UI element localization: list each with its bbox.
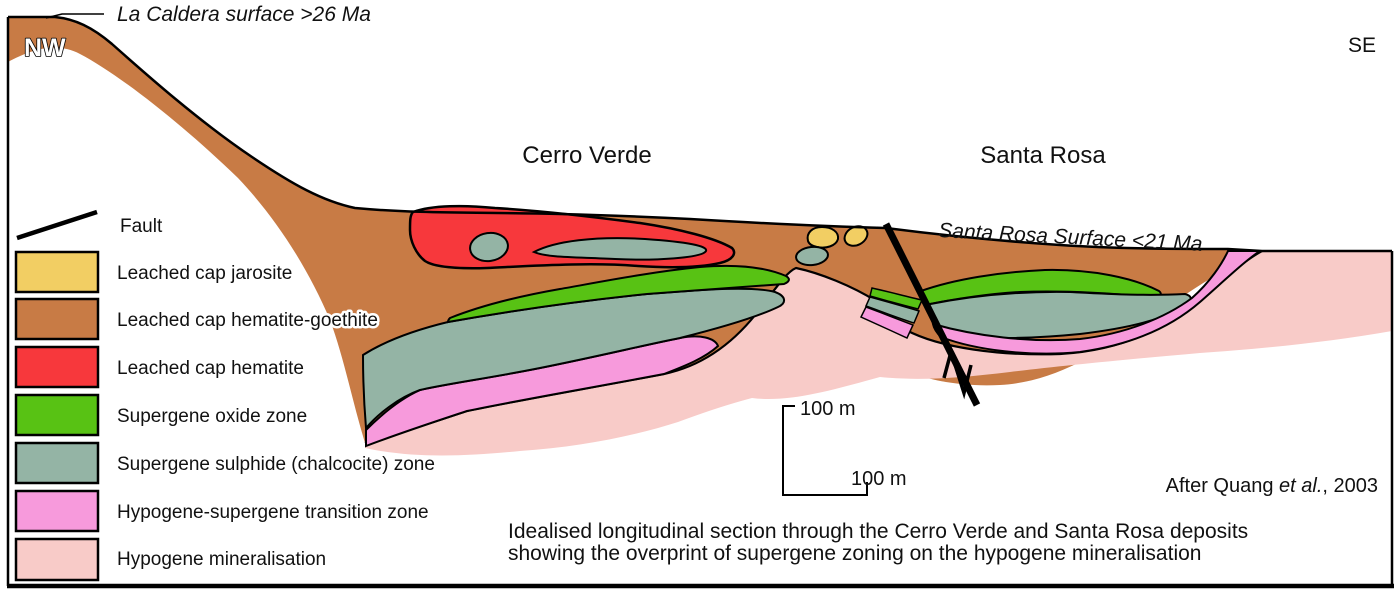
- scale-bar-vertical-label: 100 m: [800, 398, 856, 420]
- jarosite-blob-left: [806, 225, 840, 249]
- cerro-verde-title: Cerro Verde: [522, 142, 651, 169]
- caption-line-2: showing the overprint of supergene zonin…: [508, 542, 1201, 565]
- scale-bar-horizontal-label: 100 m: [851, 468, 907, 490]
- fault-sliver-sulphide: [864, 296, 921, 324]
- fault-sliver-oxide: [869, 287, 924, 310]
- legend-swatch-transition: [14, 489, 100, 533]
- saddle-chalcocite-blob: [795, 245, 829, 267]
- legend-swatch-hypogene: [14, 537, 100, 582]
- cerro-verde-oxide-zone: [446, 264, 790, 324]
- legend-label-sulphide: Supergene sulphide (chalcocite) zone: [117, 454, 435, 475]
- attribution: After Quang et al., 2003: [1166, 475, 1378, 497]
- caption-line-1: Idealised longitudinal section through t…: [508, 520, 1248, 543]
- santa-rosa-transition-zone: [931, 250, 1264, 355]
- legend: Fault Leached cap jarosite Leached cap h…: [14, 209, 435, 582]
- attribution-suffix: , 2003: [1322, 475, 1378, 497]
- legend-label-jarosite: Leached cap jarosite: [117, 263, 292, 284]
- legend-fault-label: Fault: [120, 216, 163, 237]
- scale-bar: [782, 405, 868, 496]
- hematite-chalcocite-inclusion-lens: [531, 237, 708, 261]
- legend-swatch-oxide: [14, 393, 100, 437]
- terrain-surface-line: [8, 15, 1392, 253]
- legend-fault-symbol: [16, 209, 98, 241]
- attribution-prefix: After Quang: [1166, 475, 1279, 497]
- caldera-leader-line: [45, 13, 104, 19]
- compass-se-label: SE: [1348, 34, 1376, 57]
- legend-label-hypogene: Hypogene mineralisation: [117, 549, 326, 570]
- compass-nw-label: NW: [24, 34, 66, 62]
- hypogene-mineralisation-region: [365, 251, 1392, 456]
- legend-label-oxide: Supergene oxide zone: [117, 406, 307, 427]
- legend-swatch-hematite-goethite: [14, 297, 100, 341]
- hematite-chalcocite-inclusion-round: [469, 231, 509, 263]
- legend-label-hematite: Leached cap hematite: [117, 358, 304, 379]
- fault-sliver-transition: [859, 306, 915, 339]
- fault-line: [882, 222, 981, 407]
- legend-label-transition: Hypogene-supergene transition zone: [117, 502, 429, 523]
- caldera-surface-label: La Caldera surface >26 Ma: [117, 3, 371, 26]
- legend-swatch-jarosite: [14, 250, 100, 294]
- attribution-italic: et al.: [1279, 475, 1322, 497]
- legend-label-hematite-goethite: Leached cap hematite-goethite: [117, 310, 378, 331]
- legend-swatch-hematite: [14, 345, 100, 389]
- fault-movement-symbol: [942, 345, 973, 400]
- santa-rosa-title: Santa Rosa: [980, 142, 1106, 169]
- legend-swatch-sulphide: [14, 441, 100, 485]
